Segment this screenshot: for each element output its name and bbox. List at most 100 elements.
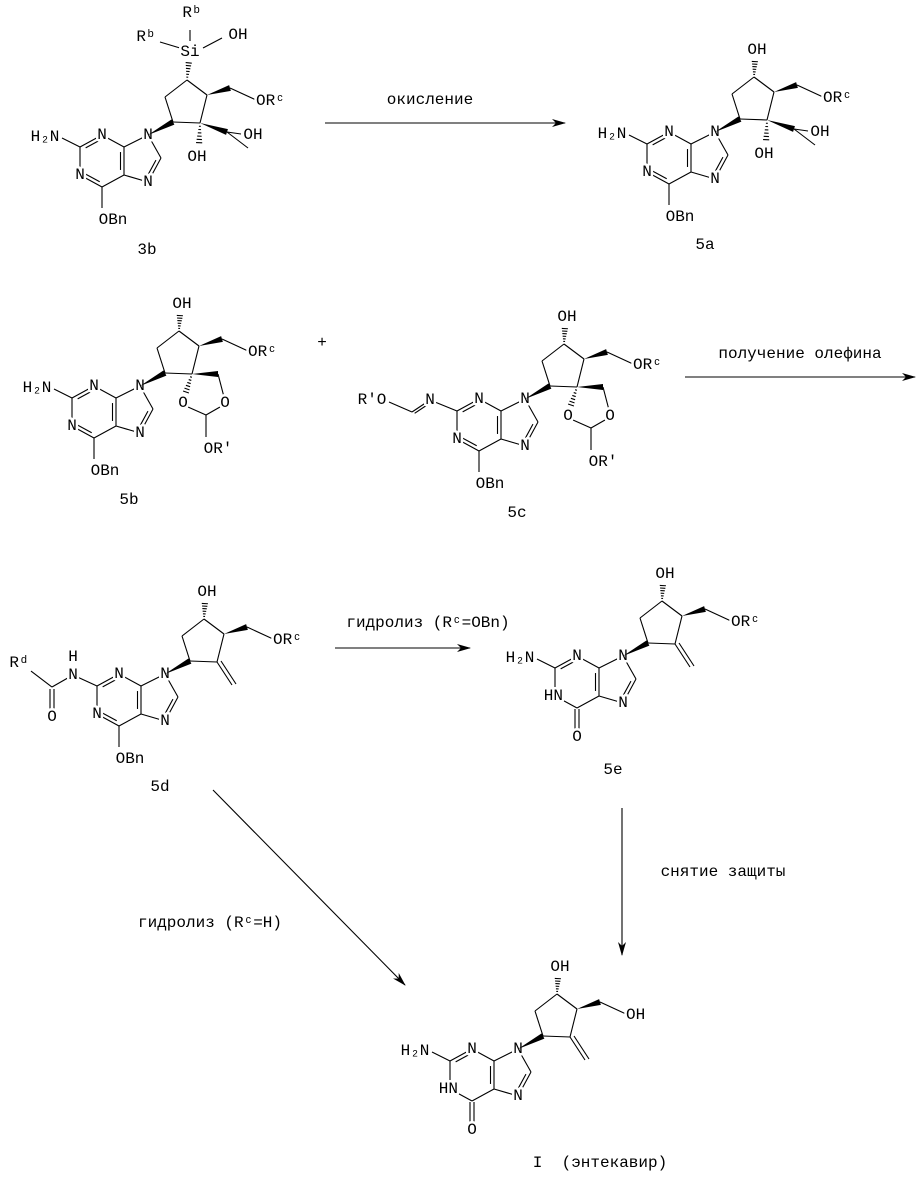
atom-label: N — [664, 123, 674, 141]
bond — [543, 1036, 570, 1037]
atom-label: N — [68, 666, 78, 684]
atom-label: N — [92, 705, 102, 723]
bond — [432, 1052, 450, 1061]
atom-label: N — [452, 430, 462, 448]
bond — [542, 344, 564, 361]
atom-label: OR' — [204, 440, 233, 458]
atom-label: O — [178, 394, 188, 412]
atom-label: H₂N — [506, 649, 535, 667]
bond — [204, 619, 224, 634]
compound-5c: OBnNR'ONNNNORᶜOHOOOR'5c — [358, 308, 662, 522]
atom-label: N — [160, 712, 170, 730]
wedge-bond — [199, 336, 223, 346]
atom-label: OH — [557, 308, 576, 326]
atom-label: N — [474, 390, 484, 408]
wedge-bond — [584, 349, 608, 359]
atom-label: Rᵇ — [182, 4, 201, 22]
arrow-oxidation: окисление — [325, 91, 565, 123]
atom-label: OBn — [99, 211, 128, 229]
bond — [182, 636, 190, 661]
hashed-bond — [575, 390, 577, 391]
bond — [577, 696, 599, 708]
bond — [573, 420, 591, 428]
bond — [557, 994, 577, 1009]
reaction-condition-label: гидролиз (Rᶜ=OBn) — [346, 614, 509, 632]
atom-label: N — [425, 391, 435, 409]
atom-label: H₂N — [598, 125, 627, 143]
wedge-bond — [192, 371, 218, 377]
arrow-deprotection: снятие защиты — [622, 808, 785, 955]
bond — [200, 95, 207, 123]
atom-label: OBn — [476, 475, 505, 493]
atom-label: R'O — [358, 391, 387, 409]
bond — [754, 77, 774, 92]
atom-label: O — [220, 394, 230, 412]
atom-label: H — [68, 648, 78, 666]
bond — [797, 85, 823, 97]
bond — [188, 407, 206, 415]
hashed-bond — [572, 395, 575, 396]
atom-label: Si — [180, 43, 199, 61]
atom-label: ORᶜ — [256, 92, 285, 110]
wedge-bond — [577, 999, 601, 1009]
bond — [740, 119, 767, 120]
atom-label: O — [563, 407, 573, 425]
atom-label: O — [467, 1121, 477, 1139]
bond — [662, 601, 682, 616]
atom-label: Rᵈ — [9, 654, 28, 672]
atom-label: ORᶜ — [633, 356, 662, 374]
reaction-condition-label: получение олефина — [718, 345, 882, 363]
wedge-bond — [774, 82, 798, 92]
hashed-bond — [574, 393, 577, 394]
compound-label: 5b — [119, 491, 138, 509]
reaction-condition-label: снятие защиты — [661, 863, 786, 881]
bond — [165, 80, 187, 97]
compound-label: I (энтекавир) — [533, 1154, 667, 1172]
bond — [247, 627, 273, 639]
atom-label: H₂N — [31, 128, 60, 146]
atom-label: HN — [439, 1080, 458, 1098]
atom-label: N — [513, 1087, 523, 1105]
bond — [31, 671, 52, 687]
wedge-bond — [200, 123, 228, 135]
atom-label: OH — [187, 148, 206, 166]
atom-label: OH — [228, 26, 247, 44]
bond — [607, 352, 633, 364]
atom-label: N — [135, 424, 145, 442]
reaction-condition-label: окисление — [387, 91, 473, 109]
atom-label: OBn — [91, 462, 120, 480]
atom-label: N — [520, 437, 530, 455]
bond — [535, 994, 557, 1011]
hashed-bond — [186, 385, 190, 386]
bond — [640, 601, 662, 618]
bond — [217, 634, 224, 662]
hashed-bond — [183, 391, 189, 393]
hashed-bond — [568, 404, 574, 406]
bond — [182, 619, 204, 636]
atom-label: N — [467, 1040, 477, 1058]
bond — [640, 618, 648, 643]
atom-label: N — [618, 694, 628, 712]
bond — [591, 420, 605, 428]
atom-label: ORᶜ — [248, 343, 277, 361]
bond — [165, 97, 173, 122]
atom-label: Rᵇ — [136, 28, 155, 46]
bond — [629, 135, 647, 144]
compound-label: 5d — [150, 778, 169, 796]
bond — [479, 439, 501, 451]
bond — [206, 407, 220, 415]
atom-label: N — [143, 173, 153, 191]
bond — [165, 373, 192, 374]
atom-label: N — [114, 665, 124, 683]
atom-label: OH — [747, 41, 766, 59]
compound-5a: OBnH₂NNNNNORᶜOHOHOH5a — [598, 41, 852, 254]
atom-label: O — [605, 407, 615, 425]
bond — [173, 122, 200, 123]
atom-label: OH — [626, 1006, 645, 1024]
arrow-olefination: получение олефина — [685, 345, 915, 377]
compound-I: OH₂NNNNHNOHOHI (энтекавир) — [401, 958, 668, 1172]
wedge-bond — [207, 85, 231, 95]
compound-5d: OBnNHORᵈNNNNORᶜOH5d — [9, 583, 301, 796]
